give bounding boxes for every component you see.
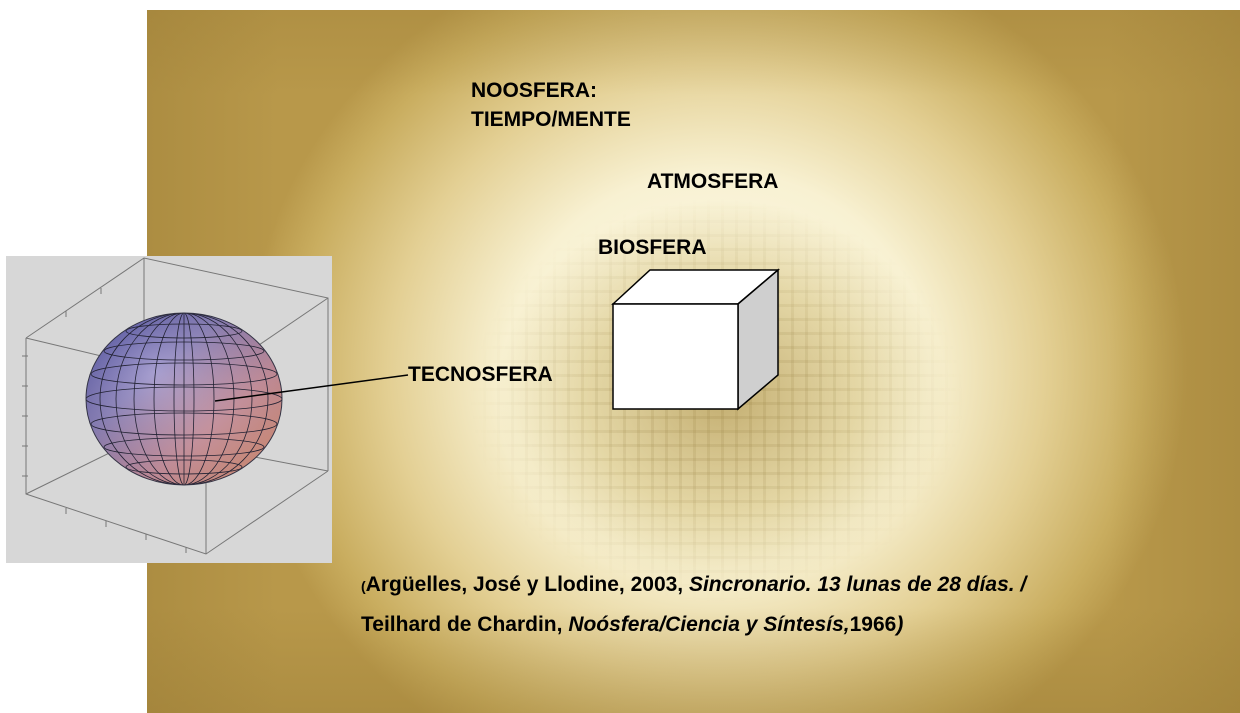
cube-front-face xyxy=(612,303,739,410)
noosfera-label-line1: NOOSFERA: xyxy=(471,79,597,102)
citation-paragraph-1: (Argüelles, José y Llodine, 2003, Sincro… xyxy=(361,570,1121,601)
cube-shape xyxy=(611,268,780,411)
citation-part2-plain: Teilhard de Chardin, xyxy=(361,613,569,636)
sphere-plot-image xyxy=(6,256,332,563)
noosfera-label: NOOSFERA: TIEMPO/MENTE xyxy=(471,76,631,134)
citation: (Argüelles, José y Llodine, 2003, Sincro… xyxy=(361,570,1121,639)
atmosfera-label: ATMOSFERA xyxy=(647,170,779,193)
sphere-plot-svg xyxy=(22,257,329,555)
citation-part2-year: 1966 xyxy=(849,613,897,636)
biosfera-label: BIOSFERA xyxy=(598,236,707,259)
citation-part1-plain: Argüelles, José y Llodine, 2003, xyxy=(365,573,689,596)
citation-part1-italic: Sincronario. 13 lunas de 28 días. / xyxy=(688,573,1027,596)
noosfera-label-line2: TIEMPO/MENTE xyxy=(471,108,631,131)
citation-open-paren: ( xyxy=(361,578,366,594)
citation-paragraph-2: Teilhard de Chardin, Noósfera/Ciencia y … xyxy=(361,610,1121,639)
tecnosfera-label: TECNOSFERA xyxy=(408,363,553,386)
citation-close-paren: ) xyxy=(896,613,904,636)
axis-ticks xyxy=(22,288,187,553)
citation-part2-italic: Noósfera/Ciencia y Síntesís, xyxy=(568,613,850,636)
sphere-mesh xyxy=(86,313,282,485)
